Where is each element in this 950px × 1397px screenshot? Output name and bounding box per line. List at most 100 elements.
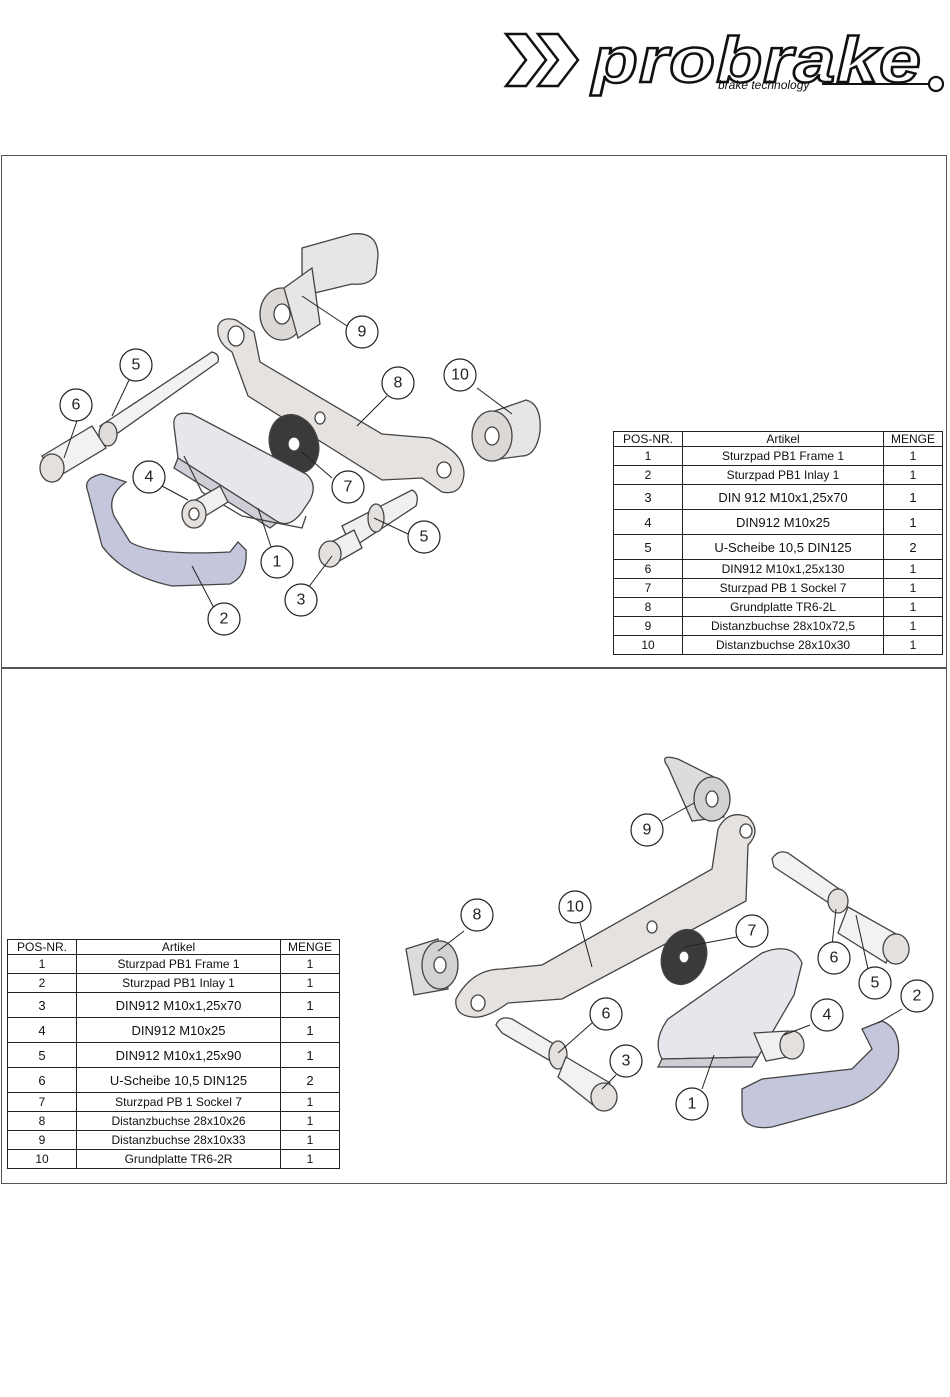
callout-number: 10 xyxy=(451,367,469,384)
callout-balloon: 2 xyxy=(207,602,241,636)
callout-balloon: 4 xyxy=(132,460,166,494)
header-artikel: Artikel xyxy=(76,939,281,955)
cell-artikel: DIN912 M10x1,25x90 xyxy=(76,1042,281,1068)
callout-number: 5 xyxy=(132,357,141,374)
cell-artikel: Distanzbuchse 28x10x72,5 xyxy=(682,616,884,636)
spacer-bushing-long xyxy=(259,233,379,341)
cell-pos: 2 xyxy=(7,973,77,993)
callout-balloon: 4 xyxy=(810,998,844,1032)
logo-tagline: brake technology xyxy=(718,78,810,92)
cell-pos: 3 xyxy=(613,484,683,510)
cell-menge: 1 xyxy=(883,597,943,617)
cell-menge: 1 xyxy=(280,1017,340,1043)
crash-pad-inlay xyxy=(85,473,247,587)
callout-number: 6 xyxy=(602,1006,611,1023)
cell-artikel: Sturzpad PB1 Frame 1 xyxy=(682,446,884,466)
callout-number: 3 xyxy=(297,592,306,609)
cell-artikel: Sturzpad PB1 Inlay 1 xyxy=(682,465,884,485)
header-pos: POS-NR. xyxy=(613,431,683,447)
cell-pos: 9 xyxy=(613,616,683,636)
callout-number: 8 xyxy=(473,907,482,924)
chevron-icon xyxy=(503,32,580,88)
long-bolt xyxy=(39,351,220,483)
callout-balloon: 7 xyxy=(735,914,769,948)
spacer-bushing-long xyxy=(664,756,731,822)
cell-artikel: U-Scheibe 10,5 DIN125 xyxy=(682,534,884,560)
leader-lines xyxy=(437,802,903,1090)
callout-balloon: 1 xyxy=(675,1087,709,1121)
short-bolt xyxy=(181,485,229,529)
callout-number: 7 xyxy=(748,923,757,940)
cell-artikel: U-Scheibe 10,5 DIN125 xyxy=(76,1067,281,1093)
base-plate xyxy=(217,318,465,494)
cell-menge: 1 xyxy=(280,973,340,993)
cell-artikel: DIN912 M10x1,25x130 xyxy=(682,559,884,579)
cell-pos: 4 xyxy=(7,1017,77,1043)
long-bolt xyxy=(771,851,910,965)
cell-artikel: Grundplatte TR6-2R xyxy=(76,1149,281,1169)
cell-pos: 5 xyxy=(7,1042,77,1068)
cell-artikel: Distanzbuchse 28x10x30 xyxy=(682,635,884,655)
cell-menge: 1 xyxy=(280,1092,340,1112)
cell-artikel: Sturzpad PB 1 Sockel 7 xyxy=(76,1092,281,1112)
cell-artikel: DIN912 M10x25 xyxy=(682,509,884,535)
mounting-bolt xyxy=(318,489,418,568)
probrake-logo: probrake brake technology xyxy=(503,26,945,97)
cell-menge: 1 xyxy=(883,484,943,510)
callout-number: 6 xyxy=(830,950,839,967)
table-header-row: POS-NR. Artikel MENGE xyxy=(613,431,943,447)
callout-number: 10 xyxy=(566,899,584,916)
pad-base-disc xyxy=(268,413,320,475)
callout-balloon: 6 xyxy=(589,997,623,1031)
cell-pos: 9 xyxy=(7,1130,77,1150)
cell-menge: 2 xyxy=(280,1067,340,1093)
cell-pos: 7 xyxy=(613,578,683,598)
cell-menge: 1 xyxy=(883,509,943,535)
cell-artikel: Sturzpad PB1 Inlay 1 xyxy=(76,973,281,993)
cell-pos: 7 xyxy=(7,1092,77,1112)
callout-balloon: 8 xyxy=(381,366,415,400)
cell-artikel: DIN 912 M10x1,25x70 xyxy=(682,484,884,510)
callout-number: 2 xyxy=(913,988,922,1005)
callout-balloon: 6 xyxy=(59,388,93,422)
cell-pos: 5 xyxy=(613,534,683,560)
cell-pos: 8 xyxy=(613,597,683,617)
callout-balloon: 5 xyxy=(119,348,153,382)
callout-number: 9 xyxy=(358,324,367,341)
callout-balloon: 8 xyxy=(460,898,494,932)
callout-number: 7 xyxy=(344,479,353,496)
cell-artikel: Distanzbuchse 28x10x26 xyxy=(76,1111,281,1131)
header-pos: POS-NR. xyxy=(7,939,77,955)
cell-pos: 10 xyxy=(7,1149,77,1169)
cell-menge: 1 xyxy=(280,954,340,974)
callout-balloon: 1 xyxy=(260,545,294,579)
brake-line-fitting-icon xyxy=(927,75,945,93)
header-menge: MENGE xyxy=(883,431,943,447)
cell-pos: 1 xyxy=(613,446,683,466)
cell-menge: 1 xyxy=(883,465,943,485)
cell-artikel: Distanzbuchse 28x10x33 xyxy=(76,1130,281,1150)
crash-pad-inlay xyxy=(741,1020,900,1129)
cell-menge: 1 xyxy=(883,635,943,655)
callout-number: 2 xyxy=(220,611,229,628)
cell-menge: 1 xyxy=(280,1042,340,1068)
callout-number: 3 xyxy=(622,1053,631,1070)
mounting-bolt xyxy=(495,1017,618,1112)
cell-artikel: Sturzpad PB 1 Sockel 7 xyxy=(682,578,884,598)
